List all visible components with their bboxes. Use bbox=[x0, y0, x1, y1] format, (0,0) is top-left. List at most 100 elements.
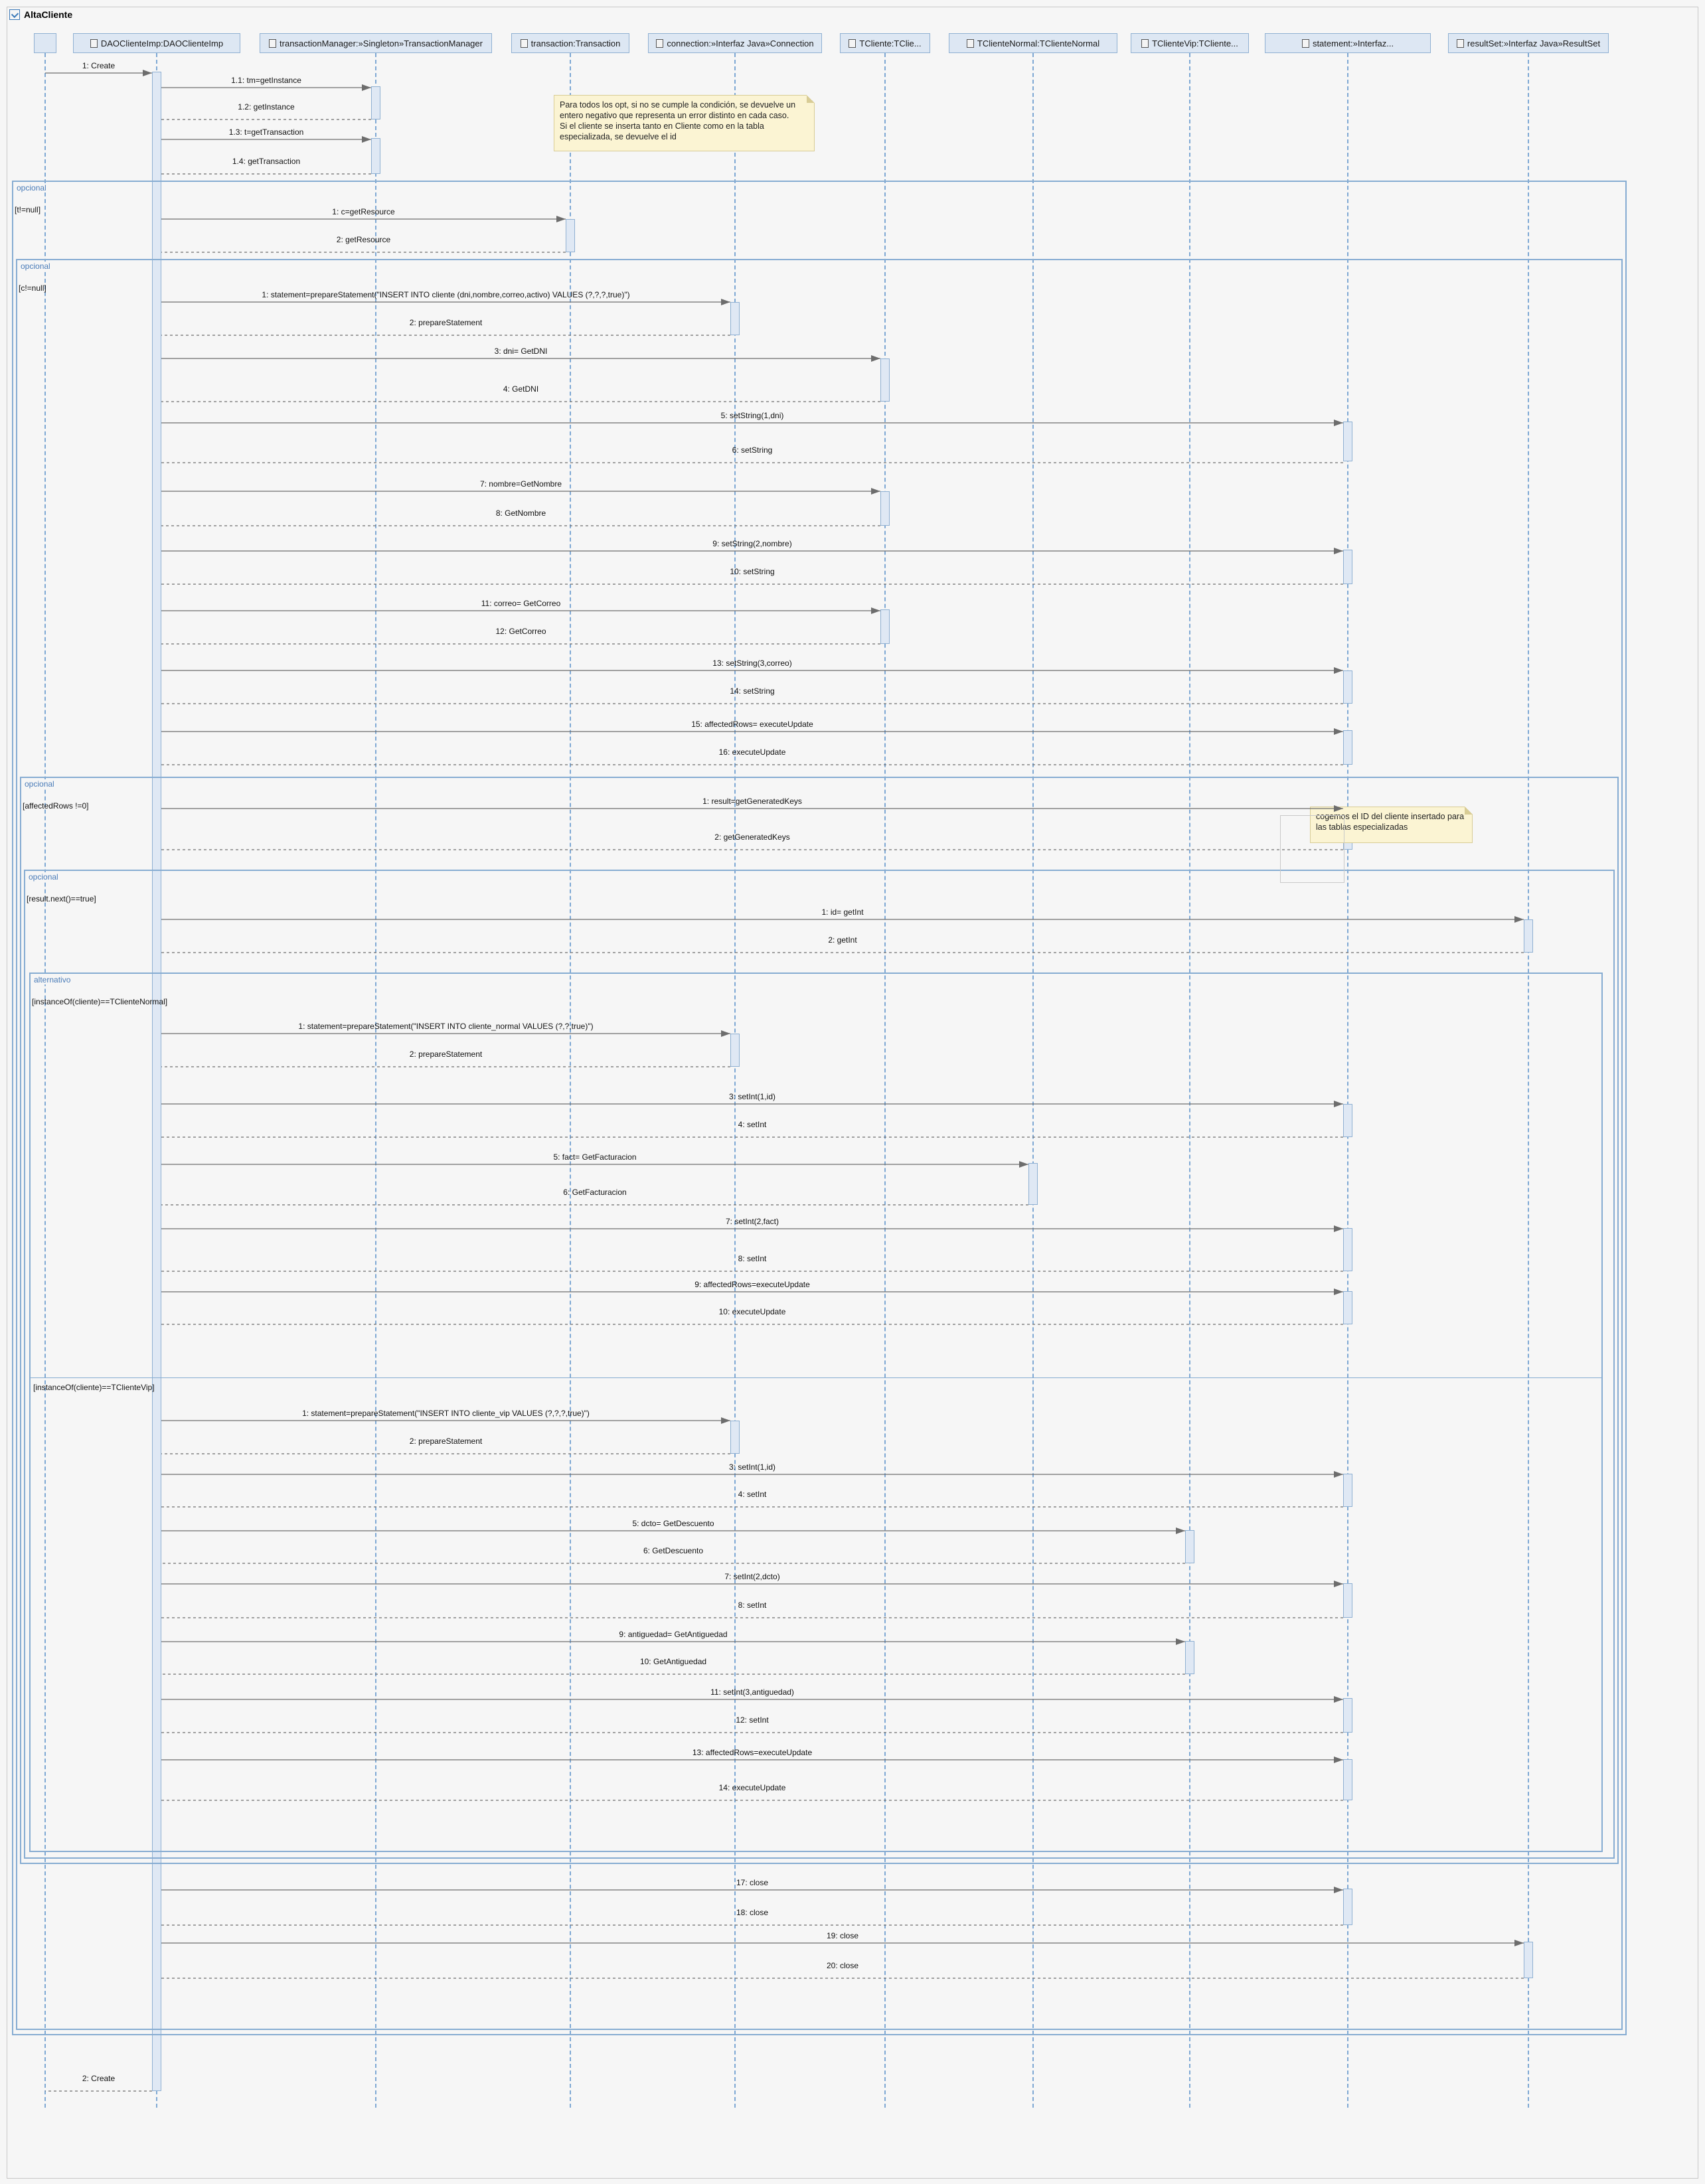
call-message[interactable] bbox=[161, 1696, 1343, 1703]
lifeline-head-5[interactable]: TCliente:TClie... bbox=[840, 33, 930, 53]
call-message[interactable] bbox=[161, 1527, 1185, 1534]
call-message[interactable] bbox=[161, 1161, 1028, 1168]
message-label: 1: statement=prepareStatement("INSERT IN… bbox=[262, 290, 630, 299]
arrowhead bbox=[1334, 548, 1343, 554]
combined-fragment[interactable] bbox=[29, 973, 1603, 1852]
lifeline-6 bbox=[1032, 53, 1034, 2108]
call-message[interactable] bbox=[161, 299, 730, 305]
message-label: 2: getResource bbox=[336, 235, 391, 244]
arrowhead bbox=[1334, 805, 1343, 812]
call-message[interactable] bbox=[161, 805, 1343, 812]
activation-bar bbox=[1524, 1942, 1533, 1978]
lifeline-head-8[interactable]: statement:»Interfaz... bbox=[1265, 33, 1431, 53]
lifeline-head-3[interactable]: transaction:Transaction bbox=[511, 33, 629, 53]
message-label: 14: setString bbox=[730, 686, 775, 696]
arrowhead bbox=[1334, 1581, 1343, 1587]
call-message[interactable] bbox=[161, 216, 566, 222]
message-label: 3: dni= GetDNI bbox=[494, 347, 548, 356]
lifeline-head-6[interactable]: TClienteNormal:TClienteNormal bbox=[949, 33, 1117, 53]
lifeline-head-2[interactable]: transactionManager:»Singleton»Transactio… bbox=[260, 33, 492, 53]
activation-bar bbox=[1185, 1641, 1194, 1674]
call-message[interactable] bbox=[161, 1288, 1343, 1295]
arrowhead bbox=[1176, 1638, 1185, 1645]
lifeline-head-0[interactable] bbox=[34, 33, 56, 53]
call-message[interactable] bbox=[161, 488, 880, 495]
call-message[interactable] bbox=[161, 1887, 1343, 1893]
lifeline-0 bbox=[44, 53, 46, 2108]
activation-bar bbox=[1028, 1163, 1038, 1205]
note[interactable]: Para todos los opt, si no se cumple la c… bbox=[554, 95, 815, 151]
lifeline-head-1[interactable]: DAOClienteImp:DAOClienteImp bbox=[73, 33, 240, 53]
diagram-title[interactable]: AltaCliente bbox=[9, 9, 72, 20]
message-label: 3: setInt(1,id) bbox=[728, 1462, 776, 1472]
call-message[interactable] bbox=[161, 136, 371, 143]
activation-bar bbox=[1343, 1228, 1352, 1271]
activation-bar bbox=[1343, 670, 1352, 704]
activation-bar bbox=[730, 302, 740, 335]
arrowhead bbox=[1334, 420, 1343, 426]
combined-fragment[interactable] bbox=[16, 259, 1623, 2030]
call-message[interactable] bbox=[161, 607, 880, 614]
fragment-operator: opcional bbox=[15, 183, 48, 193]
message-label: 2: getInt bbox=[828, 935, 857, 945]
arrowhead bbox=[362, 136, 371, 143]
call-message[interactable] bbox=[161, 1417, 730, 1424]
message-label: 5: fact= GetFacturacion bbox=[553, 1152, 637, 1162]
combined-fragment[interactable] bbox=[12, 181, 1627, 2035]
arrowhead bbox=[1334, 1288, 1343, 1295]
combined-fragment[interactable] bbox=[20, 777, 1619, 1864]
combined-fragment[interactable] bbox=[24, 870, 1615, 1859]
message-label: 7: nombre=GetNombre bbox=[479, 479, 562, 489]
fragment-operator: opcional bbox=[27, 872, 60, 882]
call-message[interactable] bbox=[161, 1225, 1343, 1232]
lifeline-head-9[interactable]: resultSet:»Interfaz Java»ResultSet bbox=[1448, 33, 1609, 53]
call-message[interactable] bbox=[161, 1940, 1524, 1946]
call-message[interactable] bbox=[161, 1030, 730, 1037]
call-message[interactable] bbox=[161, 916, 1524, 923]
call-message[interactable] bbox=[161, 1471, 1343, 1478]
activation-bar bbox=[371, 138, 380, 174]
message-label: 2: getGeneratedKeys bbox=[714, 832, 790, 842]
lifeline-8 bbox=[1347, 53, 1348, 2108]
lifeline-head-7[interactable]: TClienteVip:TCliente... bbox=[1131, 33, 1249, 53]
call-message[interactable] bbox=[161, 420, 1343, 426]
lifeline-4 bbox=[734, 53, 736, 2108]
fragment-operator: opcional bbox=[19, 262, 52, 271]
message-label: 1: statement=prepareStatement("INSERT IN… bbox=[298, 1022, 594, 1031]
message-label: 1.3: t=getTransaction bbox=[228, 127, 304, 137]
lifeline-9 bbox=[1528, 53, 1529, 2108]
call-message[interactable] bbox=[161, 1581, 1343, 1587]
call-message[interactable] bbox=[161, 1638, 1185, 1645]
call-message[interactable] bbox=[161, 84, 371, 91]
class-icon bbox=[966, 39, 974, 48]
call-message[interactable] bbox=[161, 548, 1343, 554]
activation-bar bbox=[730, 1421, 740, 1454]
arrowhead bbox=[1334, 1696, 1343, 1703]
activation-bar bbox=[1185, 1530, 1194, 1563]
call-message[interactable] bbox=[161, 667, 1343, 674]
activation-bar bbox=[152, 72, 161, 2091]
call-message[interactable] bbox=[161, 728, 1343, 735]
call-message[interactable] bbox=[161, 1756, 1343, 1763]
call-message[interactable] bbox=[161, 355, 880, 362]
message-label: 1: statement=prepareStatement("INSERT IN… bbox=[302, 1409, 590, 1418]
message-label: 6: setString bbox=[732, 445, 773, 455]
fragment-guard: [instanceOf(cliente)==TClienteNormal] bbox=[32, 997, 168, 1006]
arrowhead bbox=[556, 216, 566, 222]
diagram-frame bbox=[7, 7, 1698, 2179]
message-label: 9: setString(2,nombre) bbox=[712, 539, 792, 548]
class-icon bbox=[1141, 39, 1149, 48]
note[interactable]: cogemos el ID del cliente insertado para… bbox=[1310, 807, 1473, 843]
arrowhead bbox=[871, 355, 880, 362]
class-icon bbox=[520, 39, 528, 48]
arrowhead bbox=[871, 607, 880, 614]
message-label: 3: setInt(1,id) bbox=[728, 1092, 776, 1101]
fragment-guard: [c!=null] bbox=[19, 283, 46, 293]
arrowhead bbox=[1334, 1471, 1343, 1478]
call-message[interactable] bbox=[45, 70, 152, 76]
activation-bar bbox=[1343, 1104, 1352, 1137]
message-label: 10: executeUpdate bbox=[718, 1307, 786, 1316]
lifeline-head-4[interactable]: connection:»Interfaz Java»Connection bbox=[648, 33, 822, 53]
call-message[interactable] bbox=[161, 1101, 1343, 1107]
activation-bar bbox=[1343, 1474, 1352, 1507]
